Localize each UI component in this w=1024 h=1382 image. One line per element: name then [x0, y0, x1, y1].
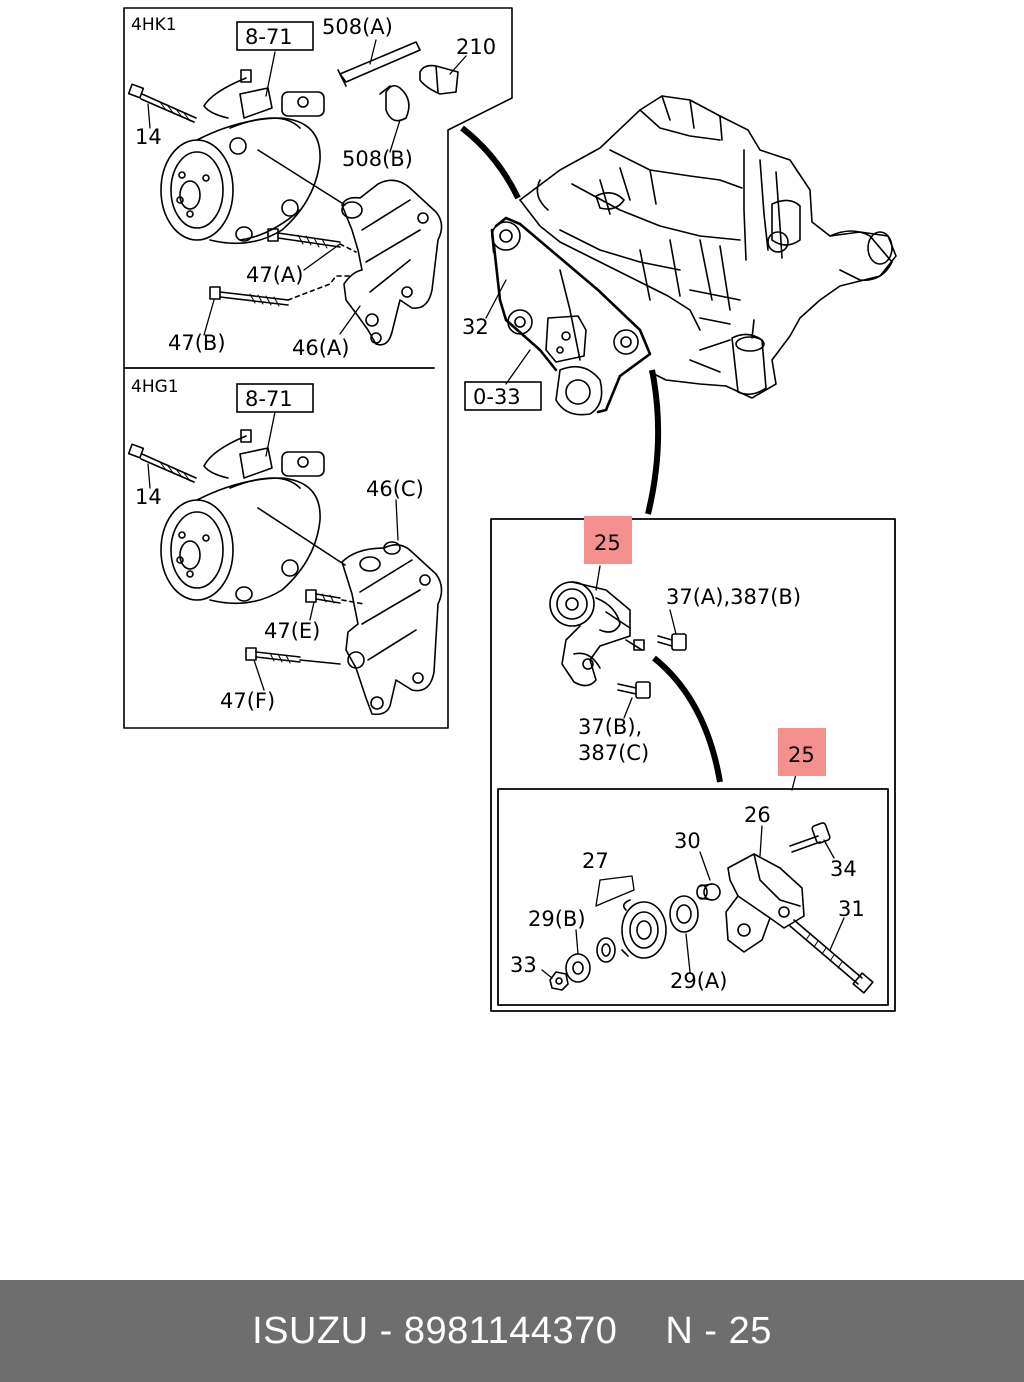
- label-46c: 46(C): [366, 477, 424, 501]
- bolt-47a: [267, 228, 357, 253]
- label-47a: 47(A): [246, 263, 303, 287]
- section-label-4hk1: 4HK1: [131, 15, 177, 35]
- bolt-47e: [305, 589, 365, 605]
- footer-part-number: 8981144370: [403, 1309, 618, 1352]
- leader-lines: [147, 39, 845, 979]
- tensioner-outer-frame: [490, 518, 896, 1012]
- highlight-25-top: [584, 516, 632, 564]
- label-26: 26: [744, 803, 771, 827]
- label-37a-387b: 37(A),387(B): [666, 585, 801, 609]
- label-46a: 46(A): [292, 336, 349, 360]
- label-14-upper: 14: [135, 125, 162, 149]
- clamp-parts: [337, 41, 459, 122]
- footer-bar: ISUZU - 8981144370 N - 25: [0, 1280, 1024, 1382]
- label-210: 210: [456, 35, 496, 59]
- highlight-25-lower: [778, 728, 826, 776]
- engine-block: [519, 95, 897, 399]
- front-drive: [490, 216, 652, 416]
- label-47f: 47(F): [220, 689, 275, 713]
- tensioner-exploded-parts: [549, 822, 874, 994]
- ref-871-a: 8-71: [245, 25, 293, 49]
- label-37b: 37(B),: [578, 715, 642, 739]
- parts-diagram: 4HK1 4HG1 8-71 8-71 0-33 508(A) 210 508(…: [123, 7, 897, 1012]
- label-387c: 387(C): [578, 741, 649, 765]
- bolt-14-lower: [127, 443, 197, 483]
- ref-box-871-a: [236, 21, 314, 51]
- label-14-lower: 14: [135, 485, 162, 509]
- label-32: 32: [462, 315, 489, 339]
- bolt-47f: [245, 647, 341, 665]
- callout-curves: [460, 125, 723, 783]
- label-34: 34: [830, 857, 857, 881]
- label-29a: 29(A): [670, 969, 727, 993]
- label-47e: 47(E): [264, 619, 320, 643]
- label-27: 27: [582, 849, 609, 873]
- label-31: 31: [838, 897, 865, 921]
- ref-box-871-b: [236, 383, 314, 413]
- label-47b: 47(B): [168, 331, 226, 355]
- bolt-14-upper: [127, 83, 197, 123]
- label-508a: 508(A): [322, 15, 393, 39]
- left-panel-frame: [123, 7, 513, 729]
- tensioner-assembly: [549, 581, 645, 687]
- ref-033: 0-33: [473, 385, 521, 409]
- bolt-37a: [657, 633, 687, 651]
- section-label-4hg1: 4HG1: [131, 377, 179, 397]
- tensioner-exploded-frame: [497, 788, 889, 1006]
- footer-page: N - 25: [665, 1309, 772, 1352]
- ref-871-b: 8-71: [245, 387, 293, 411]
- label-25-lower: 25: [788, 743, 815, 767]
- label-33: 33: [510, 953, 537, 977]
- compressor-4hk1: [160, 69, 346, 245]
- compressor-4hg1: [160, 429, 346, 605]
- bracket-46a: [341, 179, 443, 346]
- bracket-46c: [341, 541, 443, 716]
- footer-separator: -: [368, 1309, 404, 1352]
- bolt-37b: [617, 681, 651, 699]
- label-508b: 508(B): [342, 147, 413, 171]
- footer-brand: ISUZU: [252, 1309, 369, 1352]
- label-29b: 29(B): [528, 907, 586, 931]
- bolt-47b: [209, 275, 351, 307]
- ref-box-033: [464, 381, 542, 411]
- label-25-top: 25: [594, 531, 621, 555]
- label-30: 30: [674, 829, 701, 853]
